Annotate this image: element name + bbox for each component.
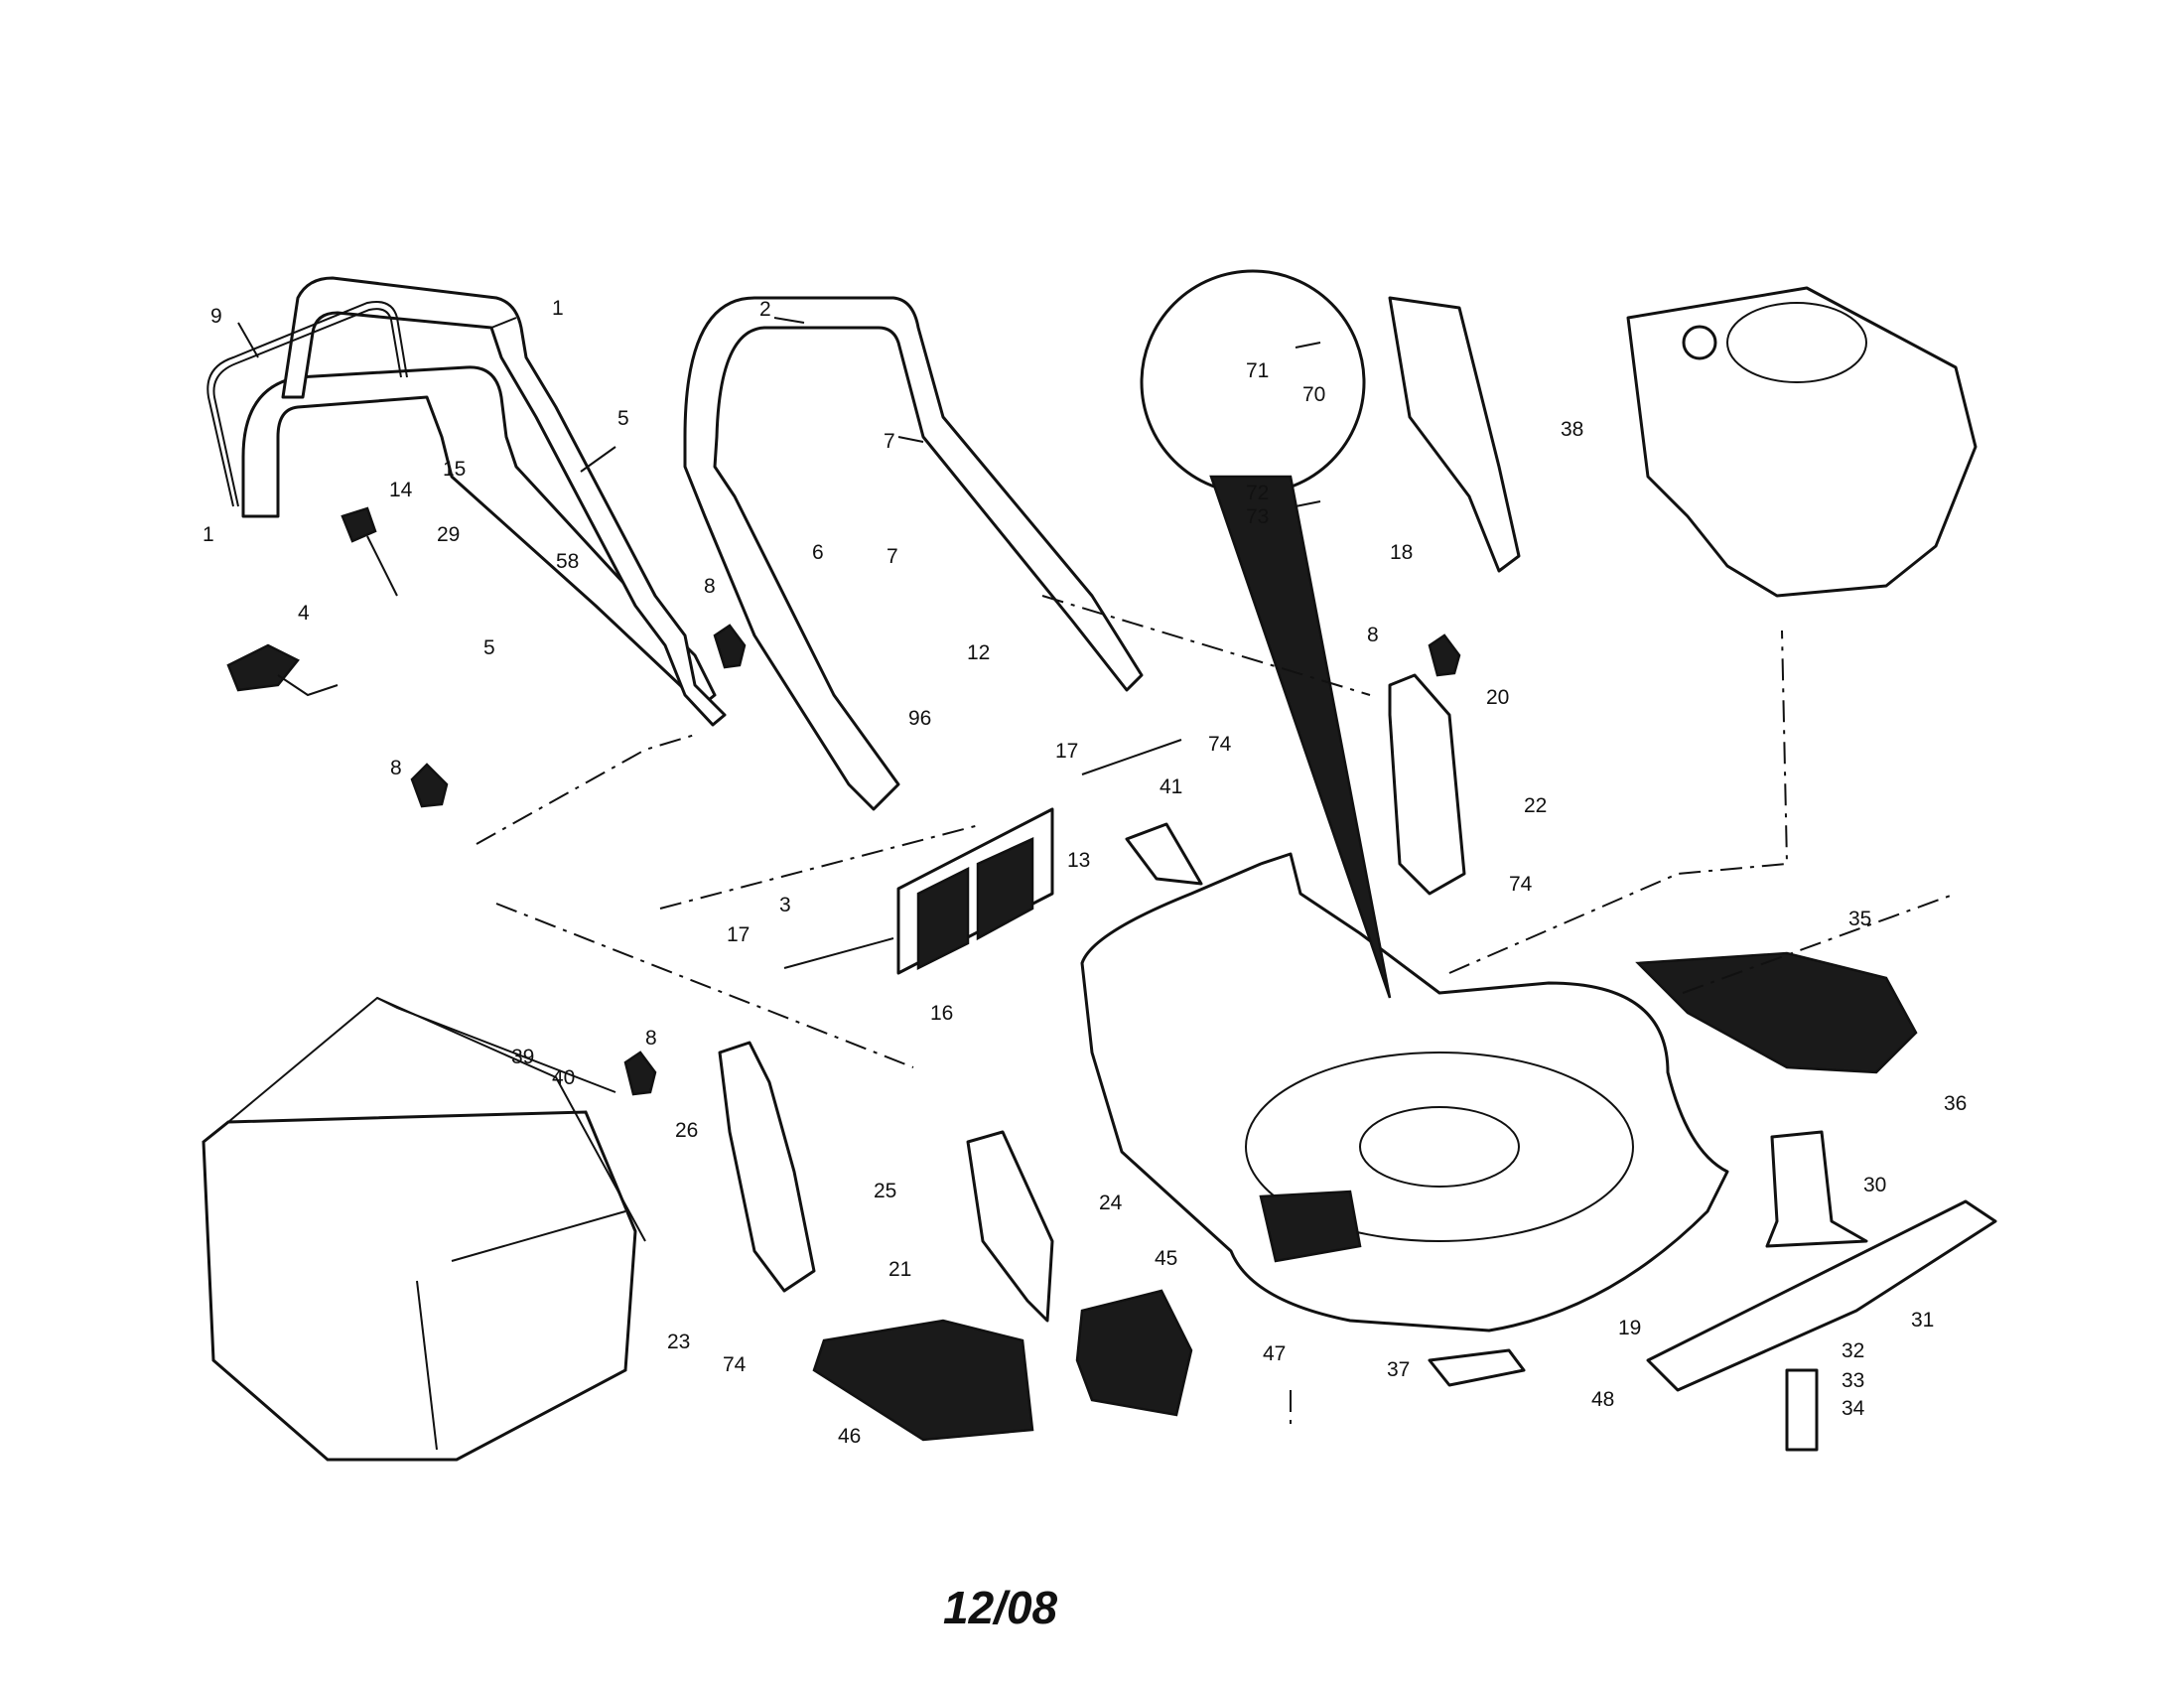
callout-13: 13 [1067,849,1090,872]
leader-lines [237,317,1321,507]
callout-1-upper: 1 [552,297,564,320]
quick-release-knob [226,643,339,697]
upper-handle [683,296,1144,811]
callout-39: 39 [511,1046,534,1068]
callout-47: 47 [1263,1342,1286,1365]
callout-34: 34 [1842,1397,1865,1420]
rope-guide [341,506,398,597]
callout-74-c: 74 [723,1353,747,1376]
callout-24: 24 [1099,1192,1123,1214]
callout-31: 31 [1911,1309,1934,1332]
callout-38: 38 [1561,418,1583,441]
callout-72: 72 [1246,482,1269,504]
callout-23: 23 [667,1331,690,1353]
callout-70: 70 [1302,383,1325,406]
callout-4: 4 [298,602,310,625]
callout-8-d: 8 [645,1027,657,1050]
callout-30: 30 [1863,1174,1886,1196]
callout-8-b: 8 [390,757,402,779]
callout-36: 36 [1944,1092,1967,1115]
height-adjust-plate-right [1388,673,1466,896]
mower-blade [1646,1199,1997,1392]
callout-22: 22 [1524,794,1547,817]
callout-8-c: 8 [1367,624,1379,646]
control-bail [206,301,408,507]
baffle [1125,822,1203,886]
mower-deck [1080,852,1729,1333]
callout-45: 45 [1155,1247,1177,1270]
callout-33: 33 [1842,1369,1864,1392]
callout-71: 71 [1246,359,1269,382]
callout-21: 21 [888,1258,911,1281]
callout-74-b: 74 [1509,873,1533,896]
callout-17-lower: 17 [727,923,750,946]
engine [1626,286,1978,598]
callout-26: 26 [675,1119,698,1142]
callout-6: 6 [812,541,824,564]
discharge-door [1075,1289,1193,1417]
callout-1-lower: 1 [203,523,214,546]
height-adjust-plate-left [718,1041,816,1293]
callout-48: 48 [1591,1388,1614,1411]
callout-40: 40 [552,1066,575,1089]
callout-25: 25 [874,1180,896,1202]
callout-17-upper: 17 [1055,740,1078,763]
callout-8-a: 8 [704,575,716,598]
callout-15: 15 [443,458,466,481]
side-discharge-chute [812,1319,1034,1442]
rear-skid [1428,1348,1526,1387]
mulch-plug [966,1130,1054,1323]
callout-58: 58 [556,550,579,573]
callout-7-upper: 7 [884,430,895,453]
callout-3: 3 [779,894,791,916]
callout-2: 2 [759,298,771,321]
assembly-guide-lines [476,595,1957,1430]
handle-knob-right [1428,633,1461,677]
callout-12: 12 [967,641,990,664]
rear-skirt [1388,296,1521,573]
callout-37: 37 [1387,1358,1410,1381]
grass-catcher [202,996,646,1462]
handle-knob-bottom [623,1051,657,1096]
callout-96: 96 [908,707,931,730]
callout-9: 9 [210,305,222,328]
callout-74-a: 74 [1208,733,1232,756]
handle-knob-left-upper [713,624,747,669]
callout-labels: 1 1 2 3 4 5 5 6 7 7 8 8 8 8 9 12 13 14 1… [203,297,1967,1448]
lower-handle [241,276,727,727]
callout-14: 14 [389,479,413,501]
callout-18: 18 [1390,541,1413,564]
rear-door [896,807,1054,975]
callout-20: 20 [1486,686,1509,709]
blade-adapter-baffle [1635,951,1918,1074]
callout-35: 35 [1848,908,1871,930]
blade-bolt [1785,1368,1819,1452]
callout-16: 16 [930,1002,953,1025]
callout-7-lower: 7 [887,545,898,568]
hinge-rod [783,739,1182,969]
callout-32: 32 [1842,1339,1864,1362]
callout-73: 73 [1246,505,1269,528]
callout-19: 19 [1618,1317,1641,1339]
detail-callout-circle [1140,269,1392,999]
callout-5-lower: 5 [483,636,495,659]
callout-41: 41 [1160,775,1182,798]
handle-knob-left-lower [410,763,449,808]
callout-46: 46 [838,1425,861,1448]
date-code: 12/08 [943,1582,1058,1633]
callout-29: 29 [437,523,460,546]
callout-5-upper: 5 [617,407,629,430]
blade-adapter [1765,1130,1868,1248]
